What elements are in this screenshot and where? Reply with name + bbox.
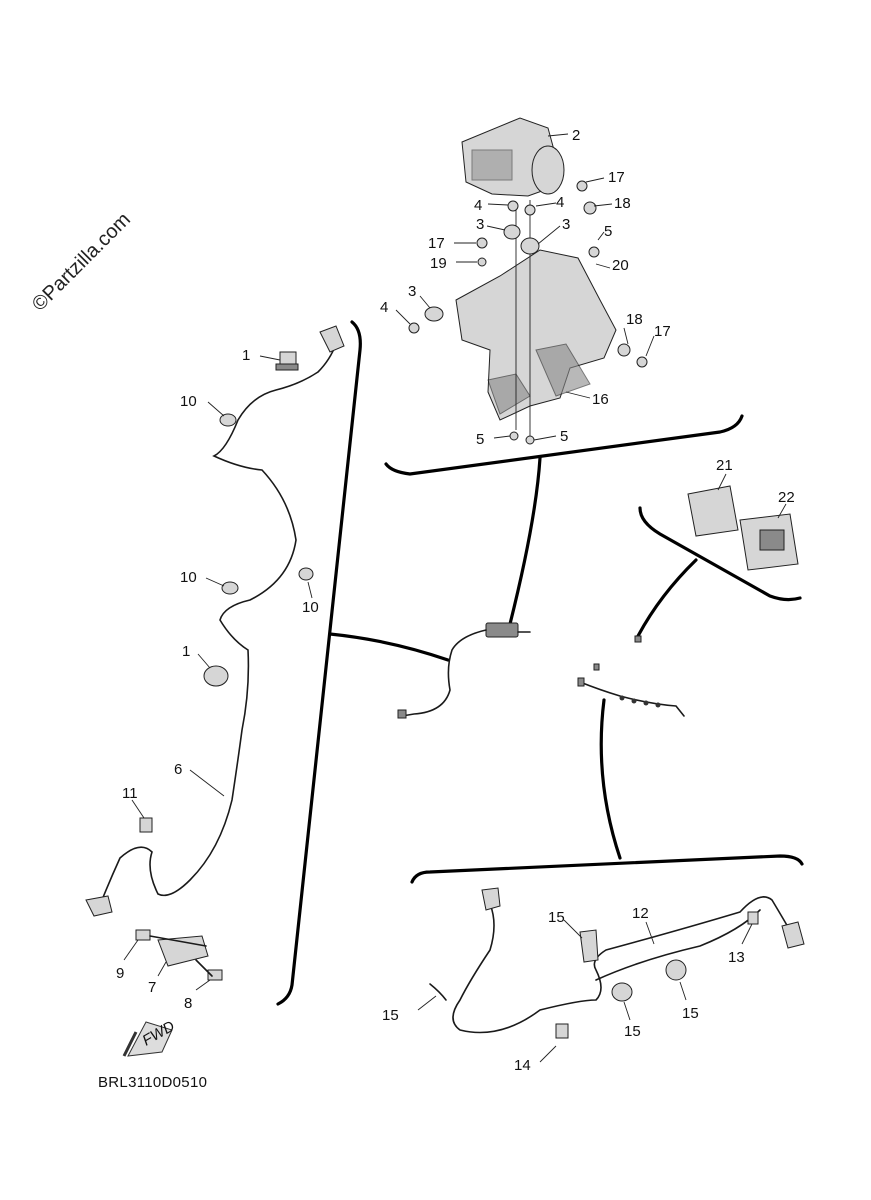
callout-12: 12 <box>632 905 649 922</box>
abs-bracket <box>455 200 617 440</box>
callout-19: 19 <box>430 255 447 272</box>
callout-20: 20 <box>612 257 629 274</box>
callout-15: 15 <box>548 909 565 926</box>
callout-21: 21 <box>716 457 733 474</box>
rear-wheel-sensor-harness <box>417 887 805 1063</box>
callout-4: 4 <box>556 194 564 211</box>
callout-6: 6 <box>174 761 182 778</box>
panel-borders <box>276 320 804 1006</box>
diagram-code: BRL3110D0510 <box>98 1074 208 1091</box>
callout-10: 10 <box>302 599 319 616</box>
abs-leaders <box>395 177 655 441</box>
callout-3: 3 <box>408 283 416 300</box>
callout-5: 5 <box>560 428 568 445</box>
callout-15: 15 <box>682 1005 699 1022</box>
callout-5: 5 <box>604 223 612 240</box>
callout-17: 17 <box>654 323 671 340</box>
callout-3: 3 <box>476 216 484 233</box>
abs-hydraulic-unit <box>461 117 569 197</box>
callout-4: 4 <box>380 299 388 316</box>
callout-16: 16 <box>592 391 609 408</box>
front-wheel-sensor-harness <box>85 325 345 917</box>
callout-1: 1 <box>182 643 190 660</box>
front-wheel-sensor <box>123 929 223 991</box>
callout-15: 15 <box>382 1007 399 1024</box>
main-harness-overview <box>397 622 685 719</box>
callout-13: 13 <box>728 949 745 966</box>
callout-18: 18 <box>614 195 631 212</box>
callout-3: 3 <box>562 216 570 233</box>
callout-8: 8 <box>184 995 192 1012</box>
callout-9: 9 <box>116 965 124 982</box>
callout-1: 1 <box>242 347 250 364</box>
callout-10: 10 <box>180 393 197 410</box>
callout-2: 2 <box>572 127 580 144</box>
abs-hardware <box>408 180 648 445</box>
callout-14: 14 <box>514 1057 531 1074</box>
callout-labels: 1 1 2 3 3 3 4 4 4 5 5 5 6 7 8 9 10 10 10… <box>116 127 795 1074</box>
callout-10: 10 <box>180 569 197 586</box>
callout-4: 4 <box>474 197 482 214</box>
callout-7: 7 <box>148 979 156 996</box>
callout-11: 11 <box>122 785 138 802</box>
callout-22: 22 <box>778 489 795 506</box>
relay-parts <box>687 473 799 571</box>
callout-17: 17 <box>608 169 625 186</box>
callout-17: 17 <box>428 235 445 252</box>
callout-18: 18 <box>626 311 643 328</box>
callout-5: 5 <box>476 431 484 448</box>
callout-15: 15 <box>624 1023 641 1040</box>
fwd-arrow: FWD <box>122 1018 178 1057</box>
